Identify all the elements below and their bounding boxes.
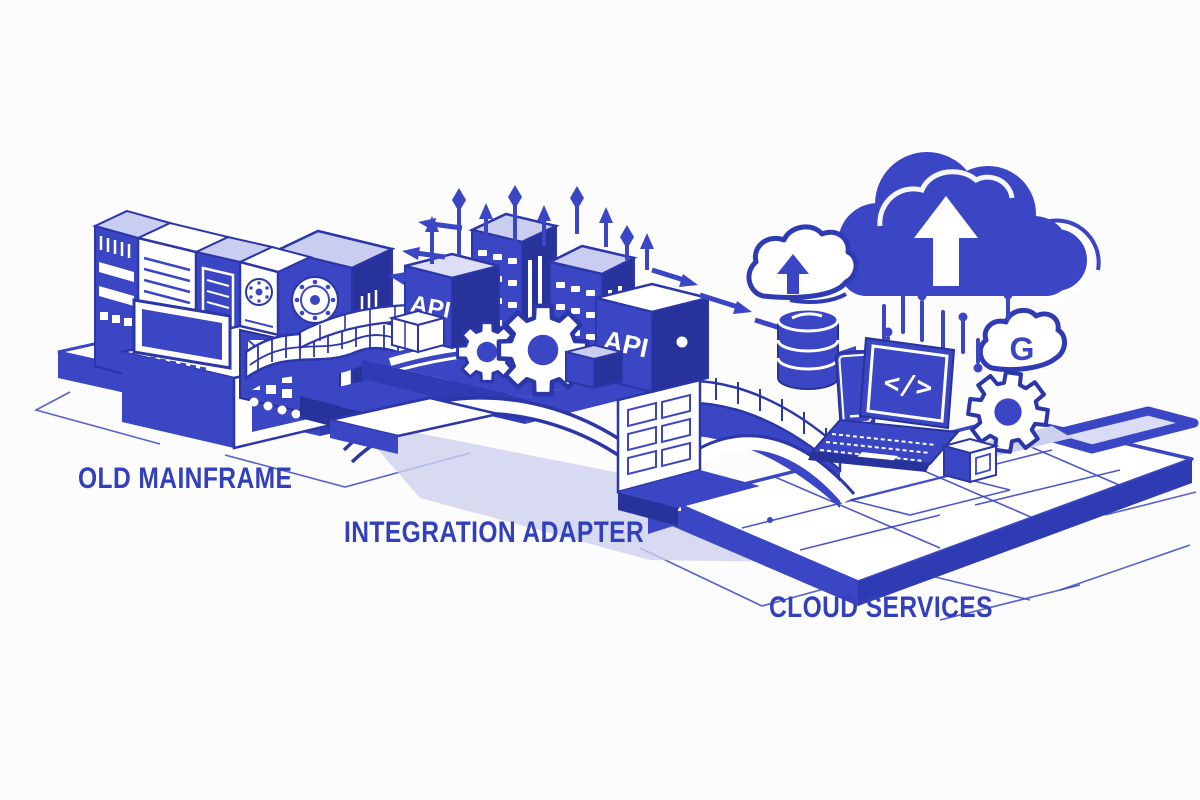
cloud-platform-group xyxy=(670,406,1199,606)
upload-arrow-icon xyxy=(914,196,978,286)
label-cloud-services: CLOUD SERVICES xyxy=(769,590,993,624)
left-arrow-icon xyxy=(388,218,463,285)
console-monitor xyxy=(132,298,232,370)
cloud-platform-edge-right xyxy=(858,459,1192,606)
data-cube-white xyxy=(388,309,448,354)
small-cloud-upload-icon xyxy=(746,224,859,304)
server-rack-cabinet xyxy=(92,209,173,380)
captions: OLD MAINFRAME INTEGRATION ADAPTER CLOUD … xyxy=(78,461,993,624)
console-keyboard xyxy=(147,356,207,378)
tape-reel-icon xyxy=(291,276,339,324)
code-icon: </> xyxy=(882,367,934,404)
small-cloud-g-icon: G xyxy=(977,307,1067,373)
laptop-icon: </> xyxy=(808,336,961,472)
integration-adapter-group: API API xyxy=(298,212,760,526)
g-glyph: G xyxy=(1010,331,1035,367)
tape-reel-icon xyxy=(245,278,273,306)
up-arrow-icon xyxy=(425,185,654,270)
data-cube-blue xyxy=(565,343,623,390)
label-integration-adapter: INTEGRATION ADAPTER xyxy=(344,515,644,549)
storage-cube xyxy=(940,437,1000,484)
cloud-platform-edge-left xyxy=(672,502,858,606)
upload-arrow-icon xyxy=(777,254,809,294)
platform-tray xyxy=(1041,406,1199,454)
adapter-right-wall xyxy=(616,378,760,526)
data-flow-arrows xyxy=(388,185,804,338)
database-icon xyxy=(776,307,840,390)
label-old-mainframe: OLD MAINFRAME xyxy=(78,461,292,495)
